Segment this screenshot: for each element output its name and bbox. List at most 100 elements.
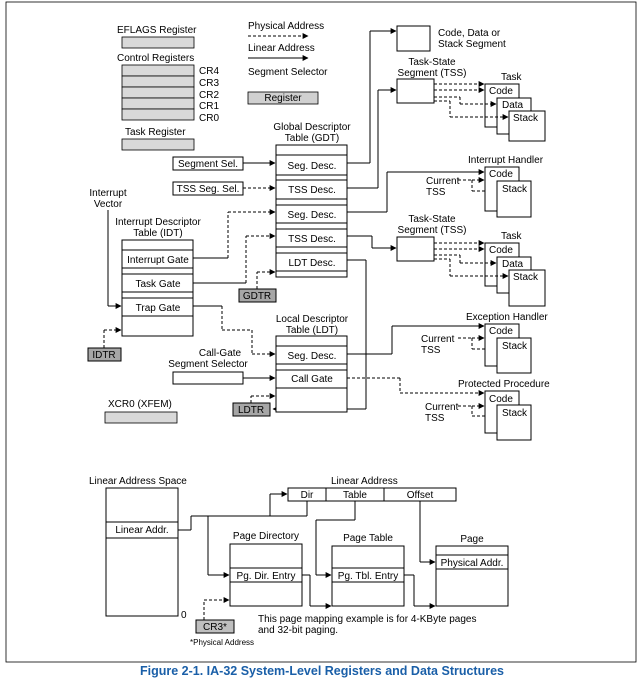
linear-address-space [105,487,179,617]
eflags-label: EFLAGS Register [117,25,197,36]
gdt-entry-tss-desc-1: TSS Desc. [288,185,336,196]
code-data-stack-segment [396,25,431,52]
idt-title-1: Interrupt Descriptor [115,217,201,228]
tss2-title-2: Segment (TSS) [398,225,467,236]
legend-physical-label: Physical Address [248,21,324,32]
interrupt-handler-title: Interrupt Handler [468,155,544,166]
segment-sel-label: Segment Sel. [178,159,238,170]
physical-addr-entry: Physical Addr. [441,558,504,569]
protected-procedure-title: Protected Procedure [458,379,550,390]
legend: Physical Address Linear Address Segment … [247,21,328,105]
gdt: Global Descriptor Table (GDT) Seg. Desc.… [238,122,351,303]
protected-current: Current [425,402,459,413]
field-table: Table [343,490,367,501]
cds-label-1: Code, Data or [438,28,501,39]
paging-section: Linear Address Space Linear Addr. 0 Line… [89,476,509,647]
linear-address-fields [287,487,457,502]
tss2-box [396,236,435,262]
tss1-box [396,78,435,104]
ldt-table [275,335,348,413]
gdt-table [275,144,348,278]
physical-address-footnote: *Physical Address [190,638,254,647]
protected-stack: Stack [502,408,528,419]
cr3-label: CR3 [199,78,219,89]
tss2-stack: Stack [513,272,539,283]
figure-caption: Figure 2-1. IA-32 System-Level Registers… [139,664,504,678]
tss2-code: Code [489,245,513,256]
idt-task-gate: Task Gate [135,279,180,290]
idt-title-2: Table (IDT) [133,228,182,239]
exception-current: Current [421,334,455,345]
cds-label-2: Stack Segment [438,39,506,50]
idt-trap-gate: Trap Gate [136,303,181,314]
exception-tss: TSS [421,345,441,356]
cr3-label: CR3* [203,622,227,633]
cr1-label: CR1 [199,101,219,112]
idt-interrupt-gate: Interrupt Gate [127,255,189,266]
interrupt-handler-stack: Stack [502,184,528,195]
gdtr-label: GDTR [243,291,271,302]
pg-tbl-entry: Pg. Tbl. Entry [338,571,398,582]
tss1-title-1: Task-State [408,57,456,68]
tss1-title-2: Segment (TSS) [398,68,467,79]
figure-frame [5,1,637,663]
ldtr-label: LDTR [238,405,264,416]
gdt-entry-seg-desc-2: Seg. Desc. [288,210,337,221]
tss1-stack: Stack [513,113,539,124]
page-directory [229,543,303,607]
gdt-title-1: Global Descriptor [273,122,351,133]
gdt-entry-tss-desc-2: TSS Desc. [288,234,336,245]
field-offset: Offset [407,490,434,501]
exception-stack: Stack [502,341,528,352]
tss-group-1: Task-State Segment (TSS) Task Code Data … [396,57,546,142]
page-title: Page [460,534,484,545]
tss2-title-1: Task-State [408,214,456,225]
idt-table [121,239,194,337]
idt: Interrupt Vector Interrupt Descriptor Ta… [87,188,201,362]
interrupt-vector-label-2: Vector [94,199,123,210]
call-gate-sel-label-2: Segment Selector [168,359,248,370]
interrupt-vector-label-1: Interrupt [89,188,126,199]
ldt-title-1: Local Descriptor [276,314,349,325]
tss-group-2: Task-State Segment (TSS) Task Code Data … [396,214,546,307]
call-gate-sel-label-1: Call-Gate [199,348,242,359]
legend-register-label: Register [264,93,302,104]
interrupt-handler-current: Current [426,176,460,187]
tss1-task-label: Task [501,72,523,83]
page-directory-title: Page Directory [233,531,299,542]
task-register [121,138,195,151]
legend-selector-label: Segment Selector [248,67,328,78]
task-register-label: Task Register [125,127,186,138]
control-registers-label: Control Registers [117,53,194,64]
ldt-title-2: Table (LDT) [286,325,338,336]
tss1-data: Data [502,100,524,111]
address-zero: 0 [181,610,187,621]
page [435,545,509,607]
linear-address-space-label: Linear Address Space [89,476,187,487]
idtr-label: IDTR [92,350,115,361]
tss2-task-label: Task [501,231,523,242]
protected-tss: TSS [425,413,445,424]
exception-handler-title: Exception Handler [466,312,548,323]
ldt-call-gate: Call Gate [291,374,333,385]
protected-procedure: Protected Procedure Current TSS Code Sta… [425,379,550,441]
call-gate-selector-box [172,371,244,385]
paging-note-1: This page mapping example is for 4-KByte… [258,614,476,625]
ldt-seg-desc: Seg. Desc. [288,351,337,362]
tss2-data: Data [502,259,524,270]
tss-seg-sel-label: TSS Seg. Sel. [177,184,240,195]
legend-linear-label: Linear Address [248,43,315,54]
exception-code: Code [489,326,513,337]
cr4-label: CR4 [199,66,219,77]
gdt-entry-seg-desc-1: Seg. Desc. [288,161,337,172]
cr3-register [195,619,235,634]
linear-address-label: Linear Address [331,476,398,487]
xcr0-register [104,411,178,424]
system-registers: EFLAGS Register Control Registers CR4 CR… [117,25,219,151]
page-table-title: Page Table [343,533,393,544]
gdt-title-2: Table (GDT) [285,133,339,144]
gdt-entry-ldt-desc: LDT Desc. [288,258,335,269]
cr0-label: CR0 [199,113,219,124]
ldt: Local Descriptor Table (LDT) Seg. Desc. … [232,314,349,417]
